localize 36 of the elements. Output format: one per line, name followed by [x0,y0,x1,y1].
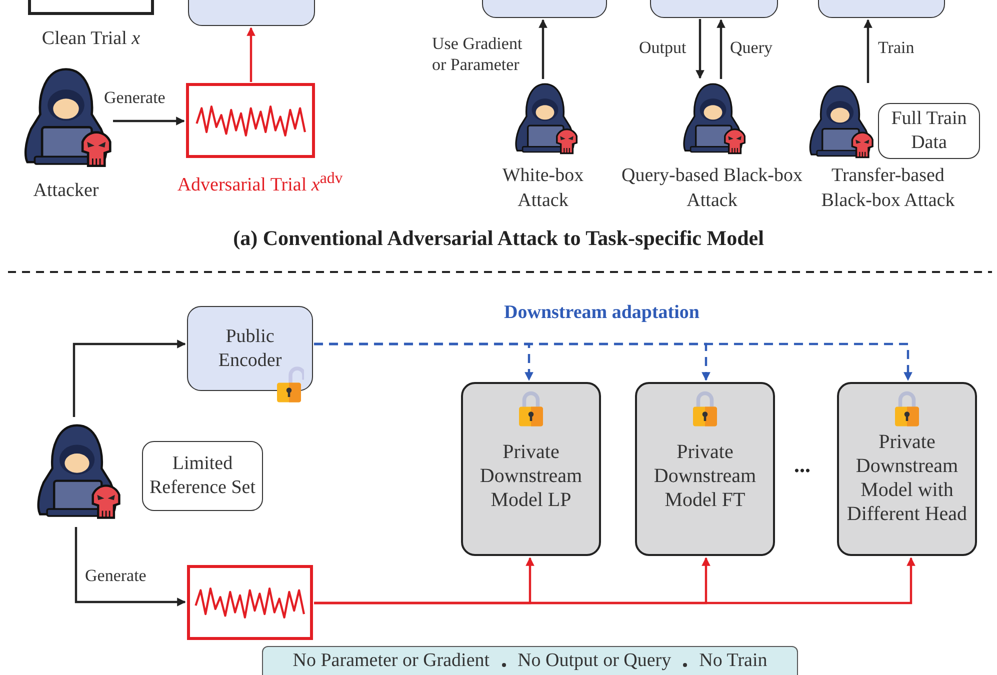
signal-box [186,83,315,158]
arrow [113,116,185,126]
node-text: Public Encoder [217,324,283,372]
annotation-text: Downstream adaptation [504,302,700,324]
model-box [461,382,601,556]
ellipsis-text: ... [794,452,810,478]
signal-box [187,565,313,640]
arrow [314,342,912,381]
node-text: No Parameter or Gradient [292,649,490,673]
node-text: Private Downstream Model FT [652,440,758,512]
arrow [246,27,256,82]
model-box [837,382,977,556]
arrow [696,19,704,79]
node-text: Private Downstream Model with Different Head [846,430,968,526]
node-caption: Clean Trial x [40,27,142,51]
arrow [538,19,548,79]
arrow [314,557,916,604]
arrow [716,19,726,79]
arrow [864,19,872,83]
node-caption: Transfer-based Black-box Attack [820,164,956,213]
constraint-box [262,646,798,675]
node-caption: Adversarial Trial x$^{adv}$ [176,169,344,198]
model-box [635,382,775,556]
node-caption: White-box Attack [501,164,585,213]
data-box [142,441,263,511]
node-caption: Query-based Black-box Attack [620,164,804,213]
node-text: Full Train Data [890,107,968,155]
node-text: No Output or Query [518,649,672,673]
subfigure-caption: (a) Conventional Adversarial Attack to Task-specific Model [233,226,764,251]
node-caption: Attacker [32,179,100,203]
node-text: Limited Reference Set [148,452,257,500]
data-box [878,103,980,159]
arrow [72,340,186,417]
arrow [74,527,186,606]
node-text: Private Downstream Model LP [478,440,584,512]
node-text: No Train [699,649,768,673]
